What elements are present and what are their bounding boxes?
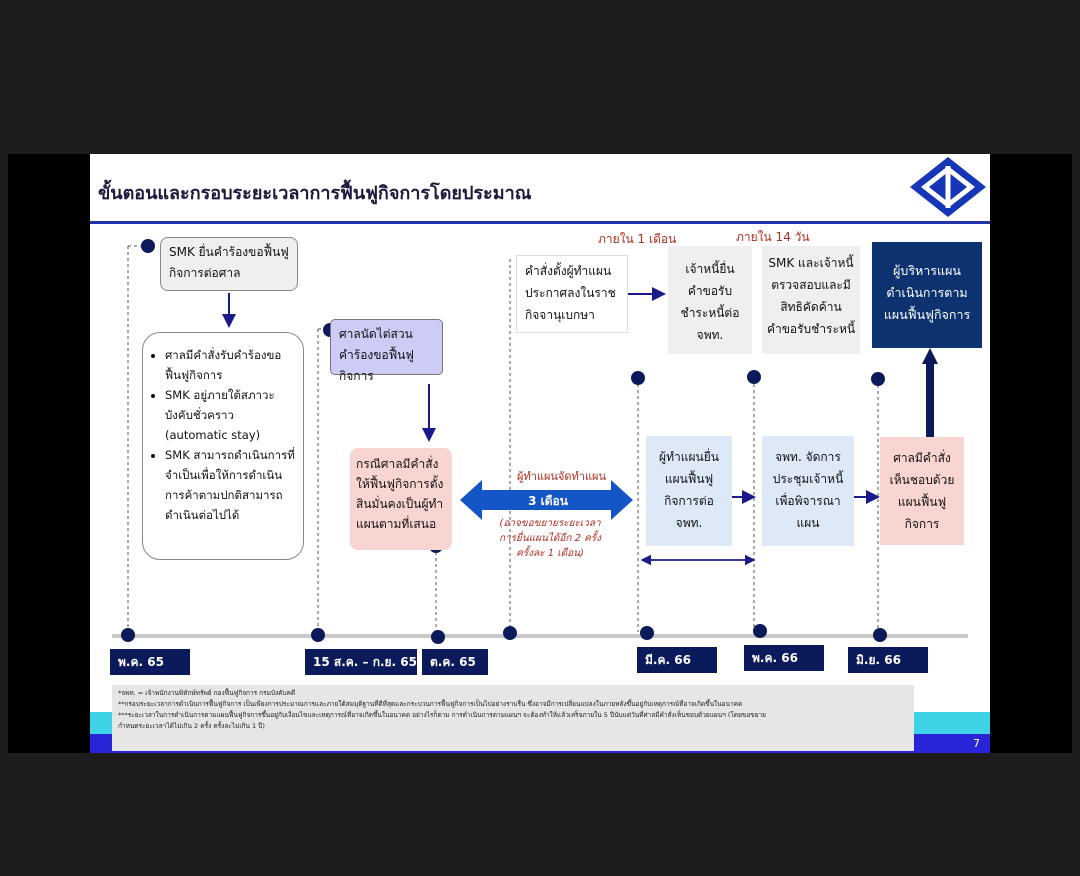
submit-plan-box: ผู้ทำแผนยื่นแผนฟื้นฟูกิจการต่อ จพท. [646,436,732,546]
page-number: 7 [973,737,980,750]
slide: ขั้นตอนและกรอบระยะเวลาการฟื้นฟูกิจการโดย… [90,154,990,753]
within-14-days-label: ภายใน 14 วัน [736,230,810,244]
date-label: มิ.ย. 66 [848,647,928,673]
court-approve-box: ศาลมีคำสั่งเห็นชอบด้วยแผนฟื้นฟูกิจการ [880,437,964,545]
date-label: พ.ค. 65 [110,649,190,675]
court-accept-list: ศาลมีคำสั่งรับคำร้องขอฟื้นฟูกิจการ SMK อ… [149,345,297,525]
diagram-connectors [112,239,968,644]
gazette-box: คำสั่งตั้งผู้ทำแผนประกาศลงในราชกิจจานุเบ… [516,255,628,333]
date-label: มี.ค. 66 [637,647,717,673]
extension-note: (อาจขอขยายระยะเวลาการยื่นแผนได้อีก 2 ครั… [498,518,602,559]
date-label: พ.ค. 66 [744,645,824,671]
list-item: SMK สามารถดำเนินการที่จำเป็นเพื่อให้การด… [165,445,297,525]
court-order-box: กรณีศาลมีคำสั่งให้ฟื้นฟูกิจการตั้งสินมั่… [350,448,452,550]
page-title: ขั้นตอนและกรอบระยะเวลาการฟื้นฟูกิจการโดย… [98,183,532,204]
title-divider [90,221,990,224]
creditor-meeting-box: จพท. จัดการประชุมเจ้าหนี้เพื่อพิจารณาแผน [762,436,854,546]
date-label: ต.ค. 65 [422,649,488,675]
plan-administrator-box: ผู้บริหารแผนดำเนินการตามแผนฟื้นฟูกิจการ [872,242,982,348]
diamond-logo-icon [910,157,986,217]
list-item: SMK อยู่ภายใต้สภาวะบังคับชั่วคราว (autom… [165,385,297,445]
footnote-line: *จพท. = เจ้าพนักงานพิทักษ์ทรัพย์ กองฟื้น… [118,689,296,697]
three-months-label: 3 เดือน [528,494,568,508]
smk-file-petition-box: SMK ยื่นคำร้องขอฟื้นฟูกิจการต่อศาล [160,237,298,291]
plan-prep-label: ผู้ทำแผนจัดทำแผน [517,470,606,483]
footnote-line: ***ระยะเวลาในการดำเนินการตามแผนฟื้นฟูกิจ… [118,711,766,719]
list-item: ศาลมีคำสั่งรับคำร้องขอฟื้นฟูกิจการ [165,345,297,385]
date-label: 15 ส.ค. – ก.ย. 65 [305,649,417,675]
footnotes: *จพท. = เจ้าพนักงานพิทักษ์ทรัพย์ กองฟื้น… [112,685,914,751]
creditor-claim-box: เจ้าหนี้ยื่นคำขอรับชำระหนี้ต่อ จพท. [668,246,752,354]
verify-claims-box: SMK และเจ้าหนี้ตรวจสอบและมีสิทธิคัดค้านค… [762,246,860,354]
footnote-line: กำหนดระยะเวลาได้ไม่เกิน 2 ครั้ง ครั้งละไ… [118,722,265,730]
court-hearing-box: ศาลนัดไต่สวนคำร้องขอฟื้นฟูกิจการ [330,319,443,383]
within-1-month-label: ภายใน 1 เดือน [598,232,677,246]
footnote-line: **กรอบระยะเวลาการดำเนินการฟื้นฟูกิจการ เ… [118,700,743,708]
court-accept-box: ศาลมีคำสั่งรับคำร้องขอฟื้นฟูกิจการ SMK อ… [142,332,304,560]
